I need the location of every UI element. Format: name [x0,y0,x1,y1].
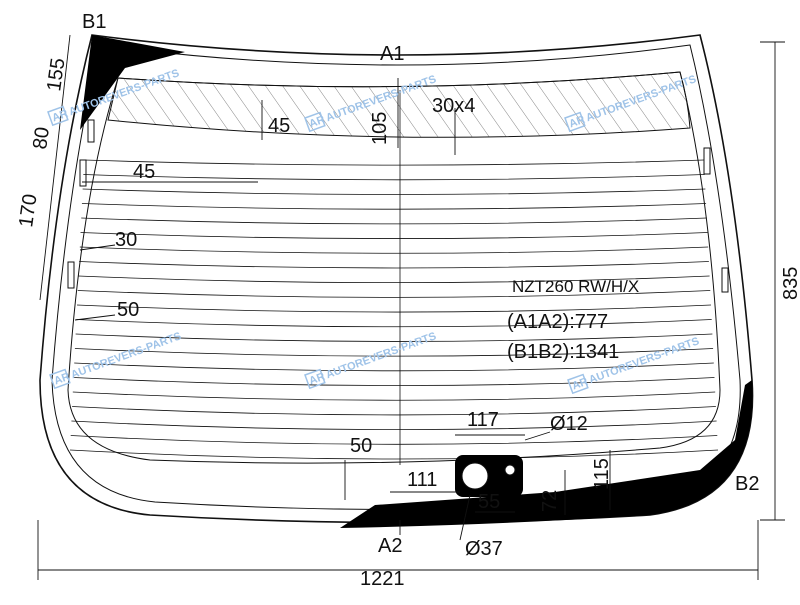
heater-line [71,420,717,431]
wiper-hole-37 [461,462,489,490]
dim-105: 105 [369,112,391,145]
svg-text:AR: AR [308,114,327,131]
heater-line [80,232,708,239]
terminal-right-top [703,147,711,175]
heating-area-outline [67,71,721,464]
dim-50-bottom: 50 [350,435,372,457]
svg-text:AR: AR [568,114,587,131]
svg-text:AR: AR [308,371,327,388]
terminal-right [721,267,729,293]
dim-30x4: 30x4 [432,95,475,117]
dim-115: 115 [591,458,613,490]
info-a1a2: (A1A2):777 [507,311,608,333]
ceramic-corner-b1 [80,35,185,130]
heater-line [75,333,713,342]
heater-line [81,217,707,225]
dim-155: 155 [43,57,69,93]
dim-45-side: 45 [133,161,155,183]
heater-line [83,174,705,181]
dim-80: 80 [29,126,54,151]
hatched-top-band [107,71,691,138]
heater-line [78,275,710,284]
terminal-left-top [87,119,95,143]
heater-line [81,203,707,210]
dim-55: 55 [478,491,500,513]
watermark-5: AR AUTOREVERS-PARTS [304,330,438,390]
heater-line [84,159,704,166]
svg-text:AR: AR [571,376,590,393]
heater-line [72,391,716,401]
heater-line [79,261,709,269]
heater-line [76,304,712,313]
label-a2: A2 [378,535,402,557]
heater-line [69,449,719,460]
heater-line [72,406,716,416]
heater-line [76,319,712,328]
heater-line [74,362,714,372]
svg-text:AR: AR [51,108,70,125]
heater-lines [69,159,719,460]
terminal-left-bottom [67,261,75,289]
dim-37: Ø37 [465,538,503,560]
heater-line [74,348,714,357]
dim-50-side: 50 [117,299,139,321]
label-b2: B2 [735,473,759,495]
heater-line [77,290,711,298]
dim-45-top: 45 [268,115,290,137]
svg-text:AR: AR [53,371,72,388]
heater-line [73,377,715,386]
svg-text:AUTOREVERS-PARTS: AUTOREVERS-PARTS [69,330,182,381]
terminal-left-mid [79,159,87,187]
heater-line [70,435,718,445]
heater-line [79,246,709,254]
heater-line [82,188,706,195]
info-b1b2: (B1B2):1341 [507,341,619,363]
dimension-lines [37,34,785,580]
label-a1: A1 [380,43,404,65]
dim-1221: 1221 [360,568,405,590]
dim-835: 835 [780,267,800,300]
dim-117: 117 [467,409,499,431]
dim-72: 72 [539,490,561,512]
hole-12 [504,464,516,476]
dim-12: Ø12 [550,413,588,435]
dim-170: 170 [15,193,41,229]
dim-30: 30 [115,229,137,251]
label-b1: B1 [82,11,106,33]
info-model: NZT260 RW/H/X [512,277,639,296]
dim-111: 111 [407,469,437,491]
ceramic-band-bottom [340,380,753,528]
